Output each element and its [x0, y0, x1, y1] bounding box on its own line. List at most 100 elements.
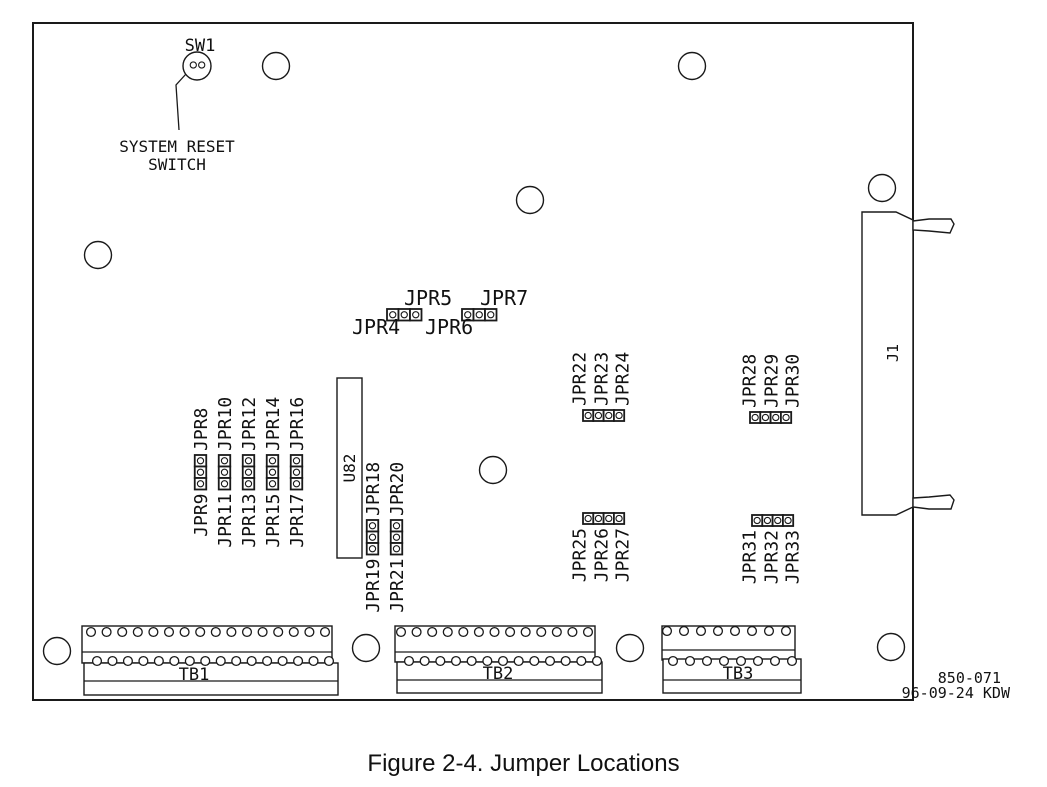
tb2-lower-body [396, 661, 603, 694]
terminal-pin [780, 625, 792, 637]
mounting-hole [261, 51, 291, 81]
jumper-label-jpr21: JPR21 [387, 559, 408, 613]
jumper-pin [292, 457, 301, 465]
generated-board-parts: JPR5JPR4JPR7JPR6JPR8JPR9JPR10JPR11JPR12J… [42, 51, 906, 667]
terminal-pin [763, 625, 775, 637]
jumper-pin [615, 514, 623, 523]
terminal-pin [85, 626, 97, 638]
terminal-pin [712, 625, 724, 637]
edge-connector-j1-tab-bottom [912, 494, 955, 510]
terminal-pin [308, 655, 319, 667]
jumper-pin [594, 514, 603, 523]
jumper-pin [220, 468, 229, 476]
terminal-pin [746, 625, 758, 637]
terminal-pin [179, 626, 190, 638]
terminal-pin [729, 625, 741, 637]
jumper-pin [464, 311, 472, 319]
jumper-label-jpr33: JPR33 [783, 530, 804, 584]
terminal-pin [497, 655, 509, 667]
terminal-pin [195, 626, 206, 638]
terminal-pin [148, 626, 159, 638]
board-outline [32, 22, 914, 701]
jumper-label-jpr10: JPR10 [215, 397, 236, 451]
terminal-pin [427, 626, 438, 638]
jumper-pin [412, 311, 420, 319]
terminal-pin [661, 625, 673, 637]
terminal-pin [200, 655, 211, 667]
jumper-location-diagram: SW1 SYSTEM RESET SWITCH U82 J1 TB1 TB2 T… [32, 22, 1011, 702]
terminal-pin [684, 655, 696, 667]
terminal-pin [591, 655, 603, 667]
terminal-pin [395, 626, 407, 638]
terminal-pin [458, 626, 469, 638]
jumper-label-jpr17: JPR17 [287, 494, 308, 548]
edge-connector-j1-label: J1 [884, 344, 902, 362]
reset-switch-pin [189, 61, 197, 69]
jumper-label-jpr25: JPR25 [570, 528, 591, 582]
terminal-pin [117, 626, 128, 638]
jumper-label-jpr8: JPR8 [191, 408, 212, 451]
terminal-pin [567, 626, 578, 638]
jumper-pin [763, 516, 772, 525]
terminal-pin [551, 626, 562, 638]
jumper-pin [751, 413, 759, 422]
terminal-pin [536, 626, 547, 638]
terminal-pin [752, 655, 764, 667]
jumper-label-jpr23: JPR23 [592, 352, 613, 406]
terminal-pin [231, 655, 242, 667]
jumper-pin [615, 411, 623, 420]
jumper-label-jpr29: JPR29 [762, 354, 783, 408]
jumper-pin [487, 311, 495, 319]
mounting-hole [515, 185, 545, 215]
terminal-pin [226, 626, 237, 638]
jumper-pin [220, 480, 229, 488]
terminal-pin [241, 626, 253, 638]
jumper-pin [605, 411, 613, 420]
ic-u82-label: U82 [340, 454, 359, 483]
mounting-hole [867, 173, 897, 203]
terminal-pin [304, 626, 315, 638]
jumper-pin [244, 457, 253, 465]
terminal-pin [701, 655, 713, 667]
jumper-label-jpr19: JPR19 [363, 559, 384, 613]
jumper-label-jpr18: JPR18 [363, 462, 384, 516]
jumper-pin [594, 411, 603, 420]
tb2-ref-label: TB2 [483, 664, 514, 684]
mounting-hole [42, 636, 72, 666]
terminal-pin [482, 655, 493, 667]
jumper-pin [389, 311, 397, 319]
edge-connector-j1-tab-top [912, 218, 955, 234]
jumper-label-jpr6: JPR6 [425, 315, 473, 339]
tb3-ref-label: TB3 [723, 664, 754, 684]
terminal-pin [473, 626, 484, 638]
jumper-pin [368, 522, 377, 530]
reset-switch-pin [198, 61, 206, 69]
jumper-pin [761, 413, 770, 422]
terminal-pin [411, 626, 422, 638]
jumper-label-jpr32: JPR32 [762, 530, 783, 584]
terminal-pin [210, 626, 221, 638]
jumper-pin [268, 480, 277, 488]
jumper-pin [392, 545, 401, 553]
figure-caption: Figure 2-4. Jumper Locations [367, 750, 680, 777]
terminal-pin [293, 655, 304, 667]
jumper-label-jpr31: JPR31 [740, 530, 761, 584]
drawing-number: 850-071 [938, 669, 1001, 687]
terminal-pin [273, 626, 284, 638]
jumper-pin [244, 468, 253, 476]
terminal-pin [520, 626, 531, 638]
jumper-label-jpr27: JPR27 [613, 528, 634, 582]
jumper-label-jpr22: JPR22 [570, 352, 591, 406]
jumper-label-jpr28: JPR28 [740, 354, 761, 408]
jumper-pin [196, 480, 205, 488]
reset-switch-caption-line1: SYSTEM RESET [119, 137, 235, 156]
terminal-pin [786, 655, 798, 667]
terminal-pin [466, 655, 477, 667]
jumper-pin [774, 516, 782, 525]
jumper-pin [368, 545, 377, 553]
jumper-pin [292, 468, 301, 476]
jumper-pin [268, 468, 277, 476]
jumper-label-jpr16: JPR16 [287, 397, 308, 451]
revision-date: 96-09-24 KDW [902, 684, 1011, 702]
terminal-pin [246, 655, 257, 667]
